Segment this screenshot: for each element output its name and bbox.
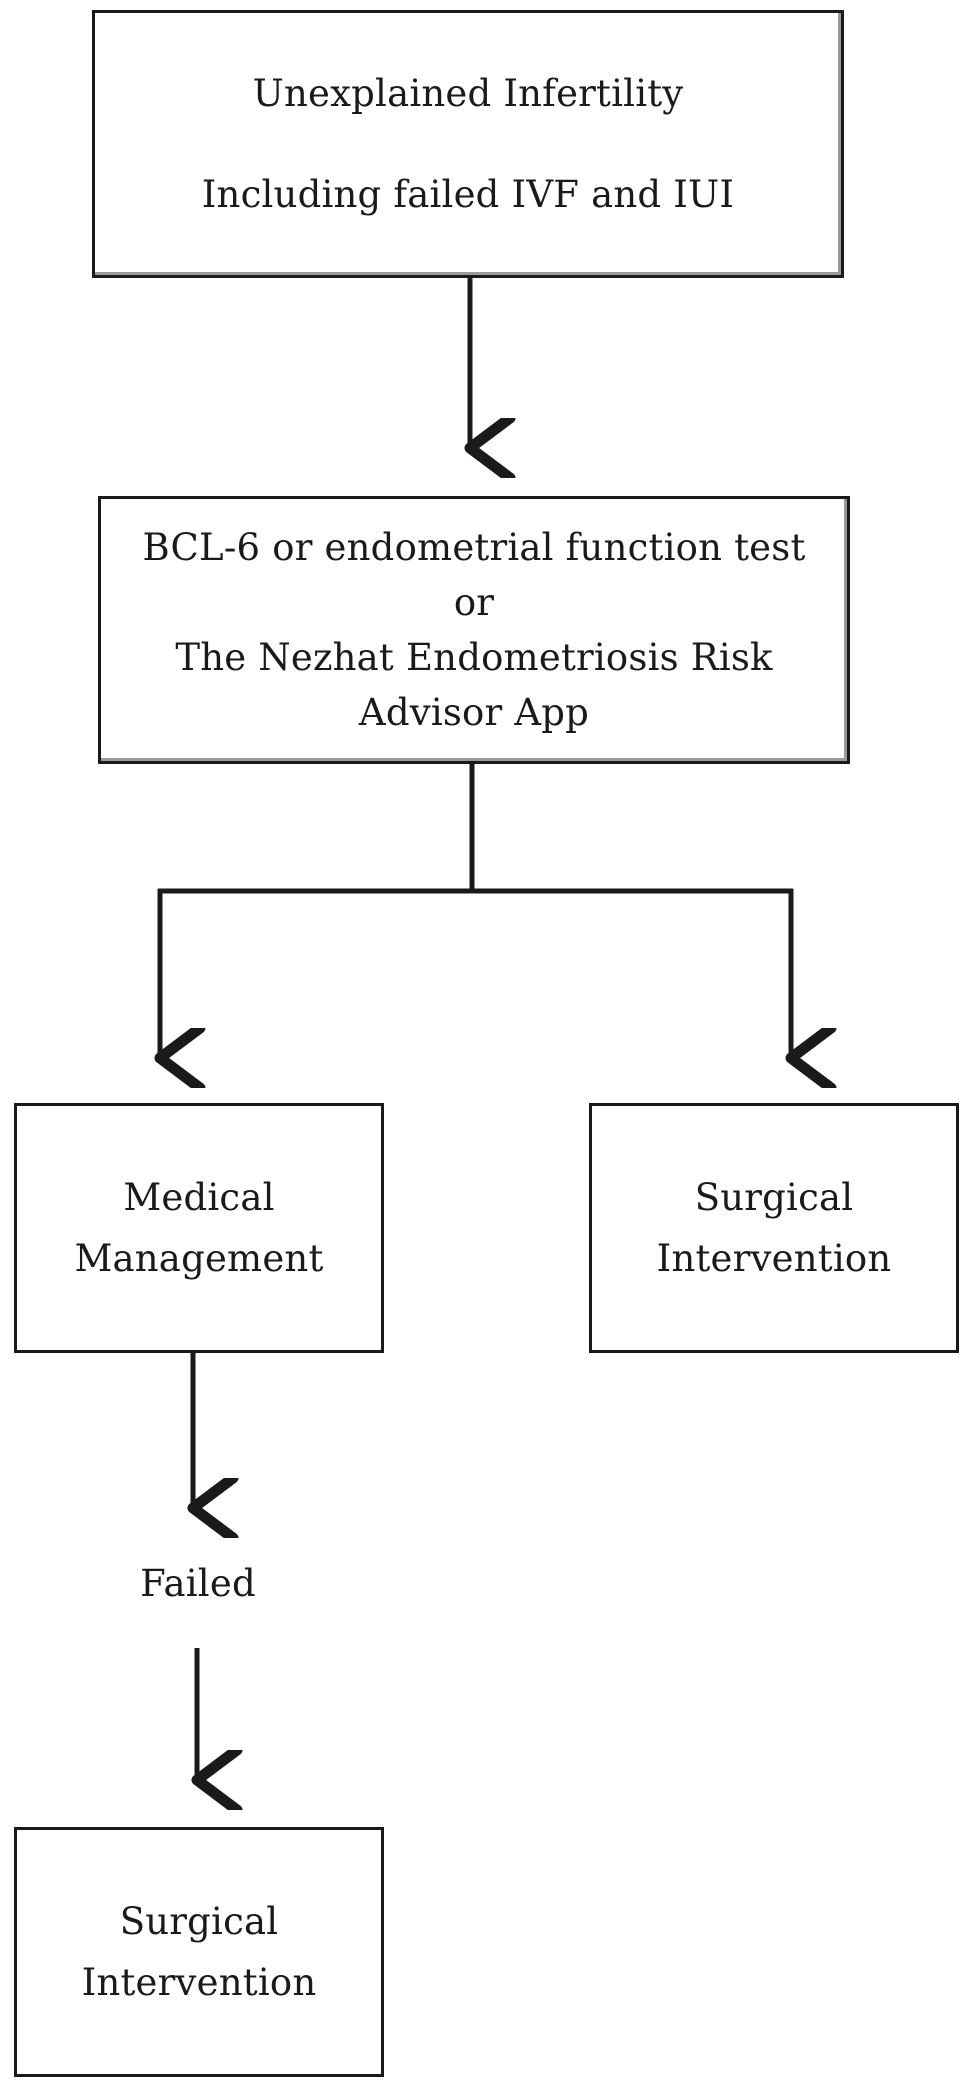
node-unexplained-infertility: Unexplained Infertility Including failed… (92, 10, 844, 278)
node-medical-management: Medical Management (14, 1103, 384, 1353)
node-surgical-intervention-right: Surgical Intervention (589, 1103, 959, 1353)
node-medical-line-1: Medical (123, 1176, 275, 1219)
node-test-line-3: The Nezhat Endometriosis Risk (175, 636, 773, 679)
node-test-line-4: Advisor App (358, 691, 590, 734)
label-failed: Failed (98, 1565, 298, 1602)
node-test-line-1: BCL-6 or endometrial function test (142, 526, 806, 569)
failed-text: Failed (140, 1562, 256, 1605)
node-surgical-bottom-line-2: Intervention (81, 1961, 317, 2004)
node-surgical-intervention-bottom: Surgical Intervention (14, 1827, 384, 2077)
node-surgical-right-line-1: Surgical (694, 1176, 854, 1219)
node-surgical-right-line-2: Intervention (656, 1237, 892, 1280)
node-start-line-1: Unexplained Infertility (252, 72, 684, 115)
node-start-line-2: Including failed IVF and IUI (201, 173, 735, 216)
node-endometrial-test: BCL-6 or endometrial function test or Th… (98, 496, 850, 764)
node-surgical-bottom-line-1: Surgical (119, 1900, 279, 1943)
node-test-line-2: or (453, 581, 495, 624)
node-medical-line-2: Management (74, 1237, 324, 1280)
